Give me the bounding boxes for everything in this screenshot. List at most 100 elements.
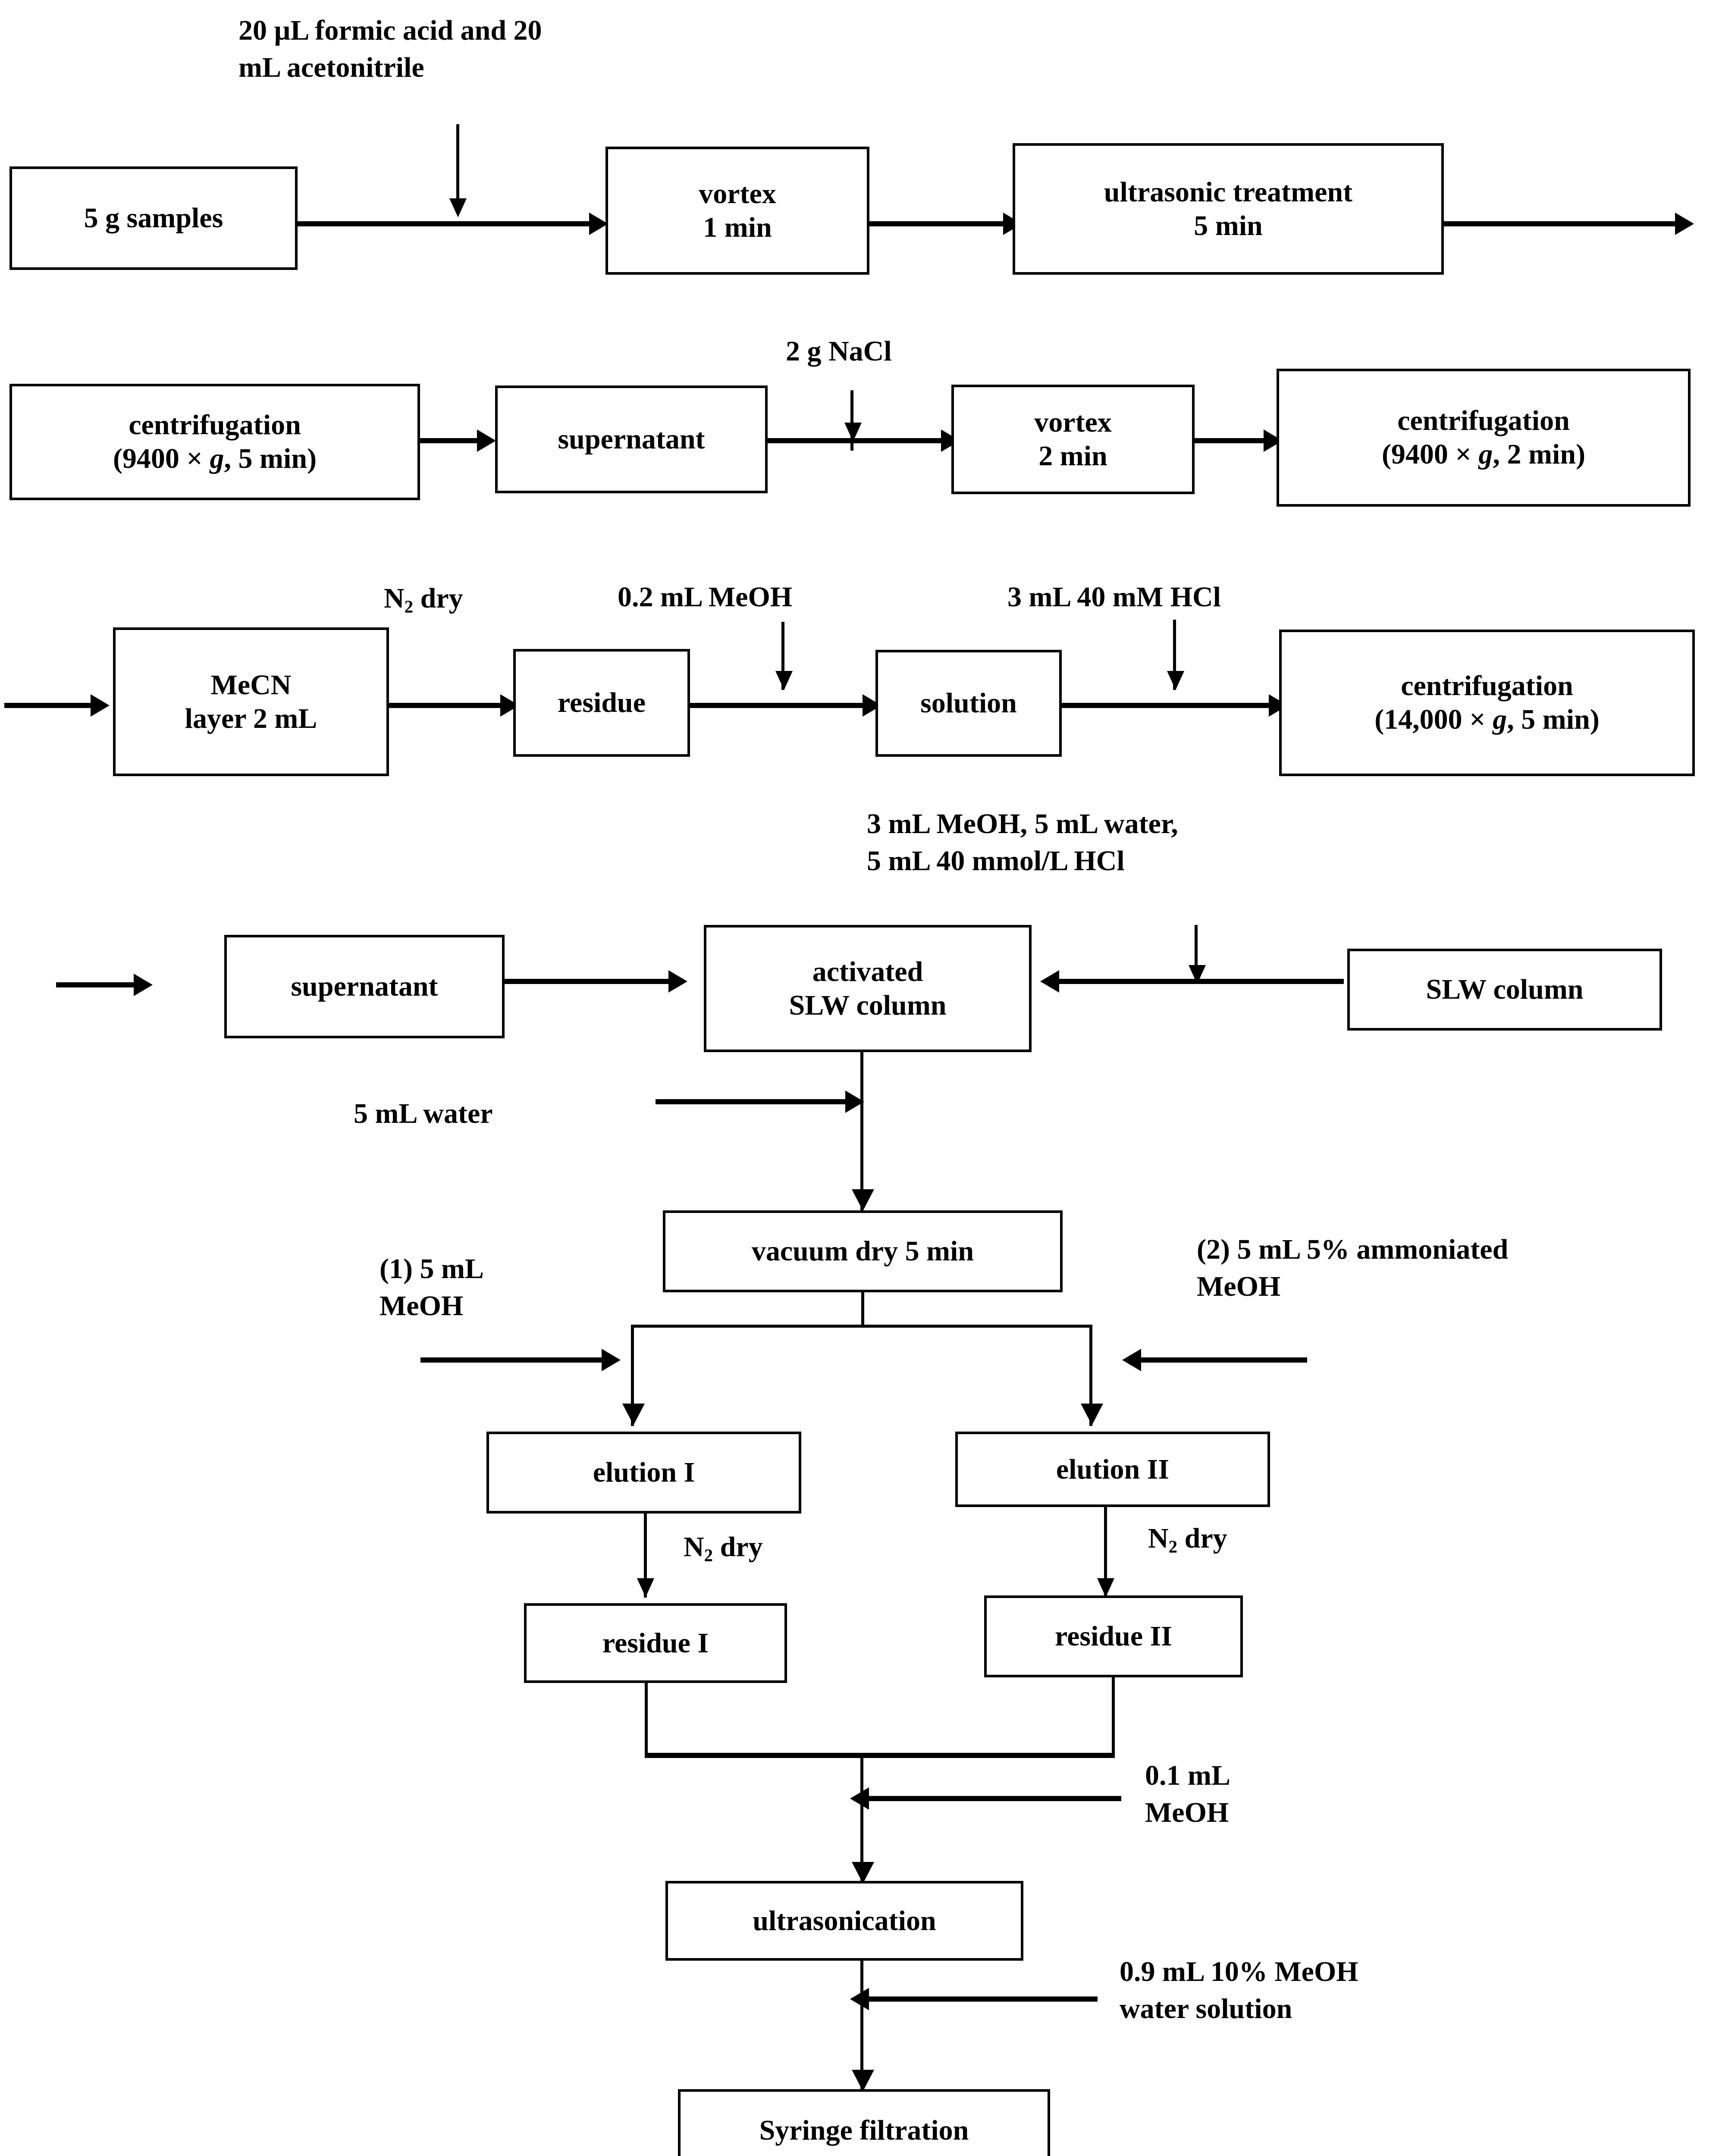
- connector-solution-to-centrifuge3: [1062, 703, 1269, 708]
- annotation-0-2ml-meoh: 0.2 mL MeOH: [618, 579, 792, 616]
- annotation-0-9ml-meoh-line-2: water solution: [1120, 1993, 1292, 2024]
- node-centrifugation-3-line-1: centrifugation: [1401, 670, 1573, 702]
- arrowhead-elution2-to-residue2: [1097, 1578, 1114, 1597]
- node-centrifugation-1-line-1: centrifugation: [129, 409, 301, 441]
- node-syringe-filtration[interactable]: Syringe filtration: [678, 2089, 1050, 2156]
- annotation-elution1-reagent-line-1: (1) 5 mL: [380, 1253, 484, 1285]
- node-activated-slw-line-1: activated: [812, 956, 923, 987]
- connector-merge-to-ultrasonication: [860, 1753, 863, 1882]
- node-ultrasonication[interactable]: ultrasonication: [665, 1881, 1023, 1961]
- arrowhead-centrifuge1-to-supernatant1: [477, 429, 496, 452]
- node-solution[interactable]: solution: [875, 650, 1062, 757]
- annotation-elution2-reagent: (2) 5 mL 5% ammoniated MeOH: [1197, 1231, 1508, 1305]
- node-centrifugation-3-line-2: (14,000 × g, 5 min): [1374, 704, 1600, 735]
- connector-rowstart-to-supernatant2: [56, 982, 134, 987]
- annotation-3ml-hcl: 3 mL 40 mM HCl: [1007, 579, 1221, 616]
- connector-elution2-to-residue2: [1104, 1507, 1107, 1598]
- node-residue-1[interactable]: residue I: [524, 1603, 787, 1683]
- annotation-slw-activation: 3 mL MeOH, 5 mL water, 5 mL 40 mmol/L HC…: [867, 805, 1178, 880]
- arrowhead-merge-to-ultrasonication: [852, 1862, 874, 1883]
- node-slw-column-label: SLW column: [1426, 974, 1584, 1006]
- arrowhead-rowstart-to-supernatant2: [134, 974, 153, 996]
- connector-residue2-down: [1112, 1677, 1115, 1756]
- connector-vortex1-to-ultrasonic: [869, 221, 1003, 226]
- node-residue-2[interactable]: residue II: [984, 1595, 1243, 1677]
- annotation-n2-dry-2: N2 dry: [684, 1529, 763, 1567]
- connector-vortex2-to-centrifuge2: [1195, 438, 1264, 443]
- node-centrifugation-2-line-1: centrifugation: [1397, 405, 1570, 437]
- node-residue-2-label: residue II: [1055, 1620, 1172, 1652]
- annotation-elution2-reagent-line-1: (2) 5 mL 5% ammoniated: [1197, 1234, 1509, 1265]
- node-vortex-2min[interactable]: vortex 2 min: [951, 385, 1195, 494]
- node-supernatant-2[interactable]: supernatant: [224, 935, 505, 1038]
- connector-elution1-reagent-in: [420, 1357, 602, 1363]
- annotation-slw-activation-line-2: 5 mL 40 mmol/L HCl: [867, 845, 1125, 877]
- connector-elution1-to-residue1: [644, 1514, 647, 1598]
- connector-residue-to-solution: [690, 703, 863, 708]
- annotation-formic-acid-line-1: 20 µL formic acid and 20: [238, 15, 542, 46]
- node-ultrasonication-label: ultrasonication: [753, 1905, 936, 1937]
- node-5g-samples[interactable]: 5 g samples: [9, 166, 298, 270]
- connector-centrifuge1-to-supernatant1: [420, 438, 477, 443]
- node-mecn-layer-line-1: MeCN: [210, 669, 292, 701]
- connector-elution-split-bar: [631, 1325, 1092, 1328]
- node-residue-1-label: residue I: [602, 1627, 709, 1659]
- connector-mecn-to-residue: [389, 703, 500, 708]
- node-centrifugation-1-line-2: (9400 × g, 5 min): [113, 443, 317, 474]
- node-residue[interactable]: residue: [513, 649, 690, 757]
- node-activated-slw-column[interactable]: activated SLW column: [704, 925, 1032, 1052]
- node-vortex-2min-line-2: 2 min: [1038, 440, 1107, 472]
- connector-ultrasonication-to-syringe: [860, 1961, 863, 2090]
- node-ultrasonic-line-1: ultrasonic treatment: [1104, 176, 1353, 208]
- arrowhead-rowstart-to-mecn: [91, 694, 110, 717]
- node-vortex-1min-line-1: vortex: [699, 178, 776, 210]
- annotation-0-9ml-meoh-line-1: 0.9 mL 10% MeOH: [1120, 1956, 1358, 1987]
- node-activated-slw-line-2: SLW column: [789, 989, 947, 1021]
- connector-residue-merge-bar: [645, 1753, 1115, 1758]
- node-supernatant-1-label: supernatant: [558, 423, 705, 455]
- node-ultrasonic-treatment[interactable]: ultrasonic treatment 5 min: [1013, 143, 1444, 275]
- arrowhead-hcl-drop: [1167, 671, 1184, 690]
- node-elution-2[interactable]: elution II: [955, 1432, 1270, 1507]
- arrowhead-elution1-to-residue1: [637, 1578, 654, 1597]
- node-centrifugation-9400-5min[interactable]: centrifugation (9400 × g, 5 min): [9, 384, 420, 500]
- annotation-n2-dry-1-label: N2 dry: [384, 583, 463, 617]
- node-mecn-layer[interactable]: MeCN layer 2 mL: [113, 627, 389, 776]
- node-ultrasonic-line-2: 5 min: [1194, 210, 1263, 241]
- annotation-slw-activation-line-1: 3 mL MeOH, 5 mL water,: [867, 808, 1178, 840]
- arrowhead-elution2-reagent-in: [1122, 1349, 1141, 1371]
- connector-rowstart-to-mecn: [4, 703, 91, 708]
- annotation-nacl-line-1: 2 g NaCl: [786, 335, 892, 367]
- connector-meoh-09-in: [869, 1996, 1098, 2002]
- annotation-formic-acid-line-2: mL acetonitrile: [238, 51, 424, 83]
- node-vortex-2min-line-1: vortex: [1034, 407, 1112, 439]
- arrowhead-meoh-09-in: [850, 1988, 869, 2010]
- arrowhead-ultrasonication-to-syringe: [852, 2070, 874, 2091]
- node-residue-label: residue: [557, 687, 646, 719]
- node-supernatant-1[interactable]: supernatant: [495, 385, 768, 493]
- arrowhead-samples-to-vortex1: [589, 213, 608, 235]
- node-syringe-filtration-label: Syringe filtration: [759, 2115, 969, 2147]
- node-vortex-1min[interactable]: vortex 1 min: [605, 147, 869, 275]
- connector-elution1-branch: [631, 1325, 634, 1426]
- node-mecn-layer-line-2: layer 2 mL: [185, 702, 317, 734]
- node-centrifugation-14000-5min[interactable]: centrifugation (14,000 × g, 5 min): [1279, 630, 1695, 776]
- arrowhead-meoh-02-drop: [775, 671, 793, 690]
- arrowhead-slwcolumn-to-activated: [1040, 970, 1059, 993]
- node-vacuum-dry-label: vacuum dry 5 min: [751, 1235, 974, 1267]
- node-vacuum-dry[interactable]: vacuum dry 5 min: [663, 1210, 1063, 1292]
- arrowhead-activated-to-vacuumdry: [852, 1189, 874, 1211]
- arrowhead-elution1-reagent-in: [602, 1349, 621, 1371]
- connector-ultrasonic-rowend: [1444, 221, 1675, 226]
- arrowhead-supernatant2-to-activated: [668, 970, 687, 993]
- annotation-5ml-water-label: 5 mL water: [354, 1098, 493, 1129]
- node-slw-column[interactable]: SLW column: [1347, 949, 1662, 1031]
- node-elution-1[interactable]: elution I: [486, 1432, 801, 1514]
- node-5g-samples-label: 5 g samples: [84, 202, 223, 234]
- node-solution-label: solution: [920, 687, 1017, 719]
- annotation-3ml-hcl-label: 3 mL 40 mM HCl: [1007, 581, 1221, 613]
- connector-formic-acid-drop: [456, 124, 459, 206]
- node-centrifugation-9400-2min[interactable]: centrifugation (9400 × g, 2 min): [1277, 369, 1691, 507]
- arrowhead-elution2-branch: [1081, 1404, 1103, 1425]
